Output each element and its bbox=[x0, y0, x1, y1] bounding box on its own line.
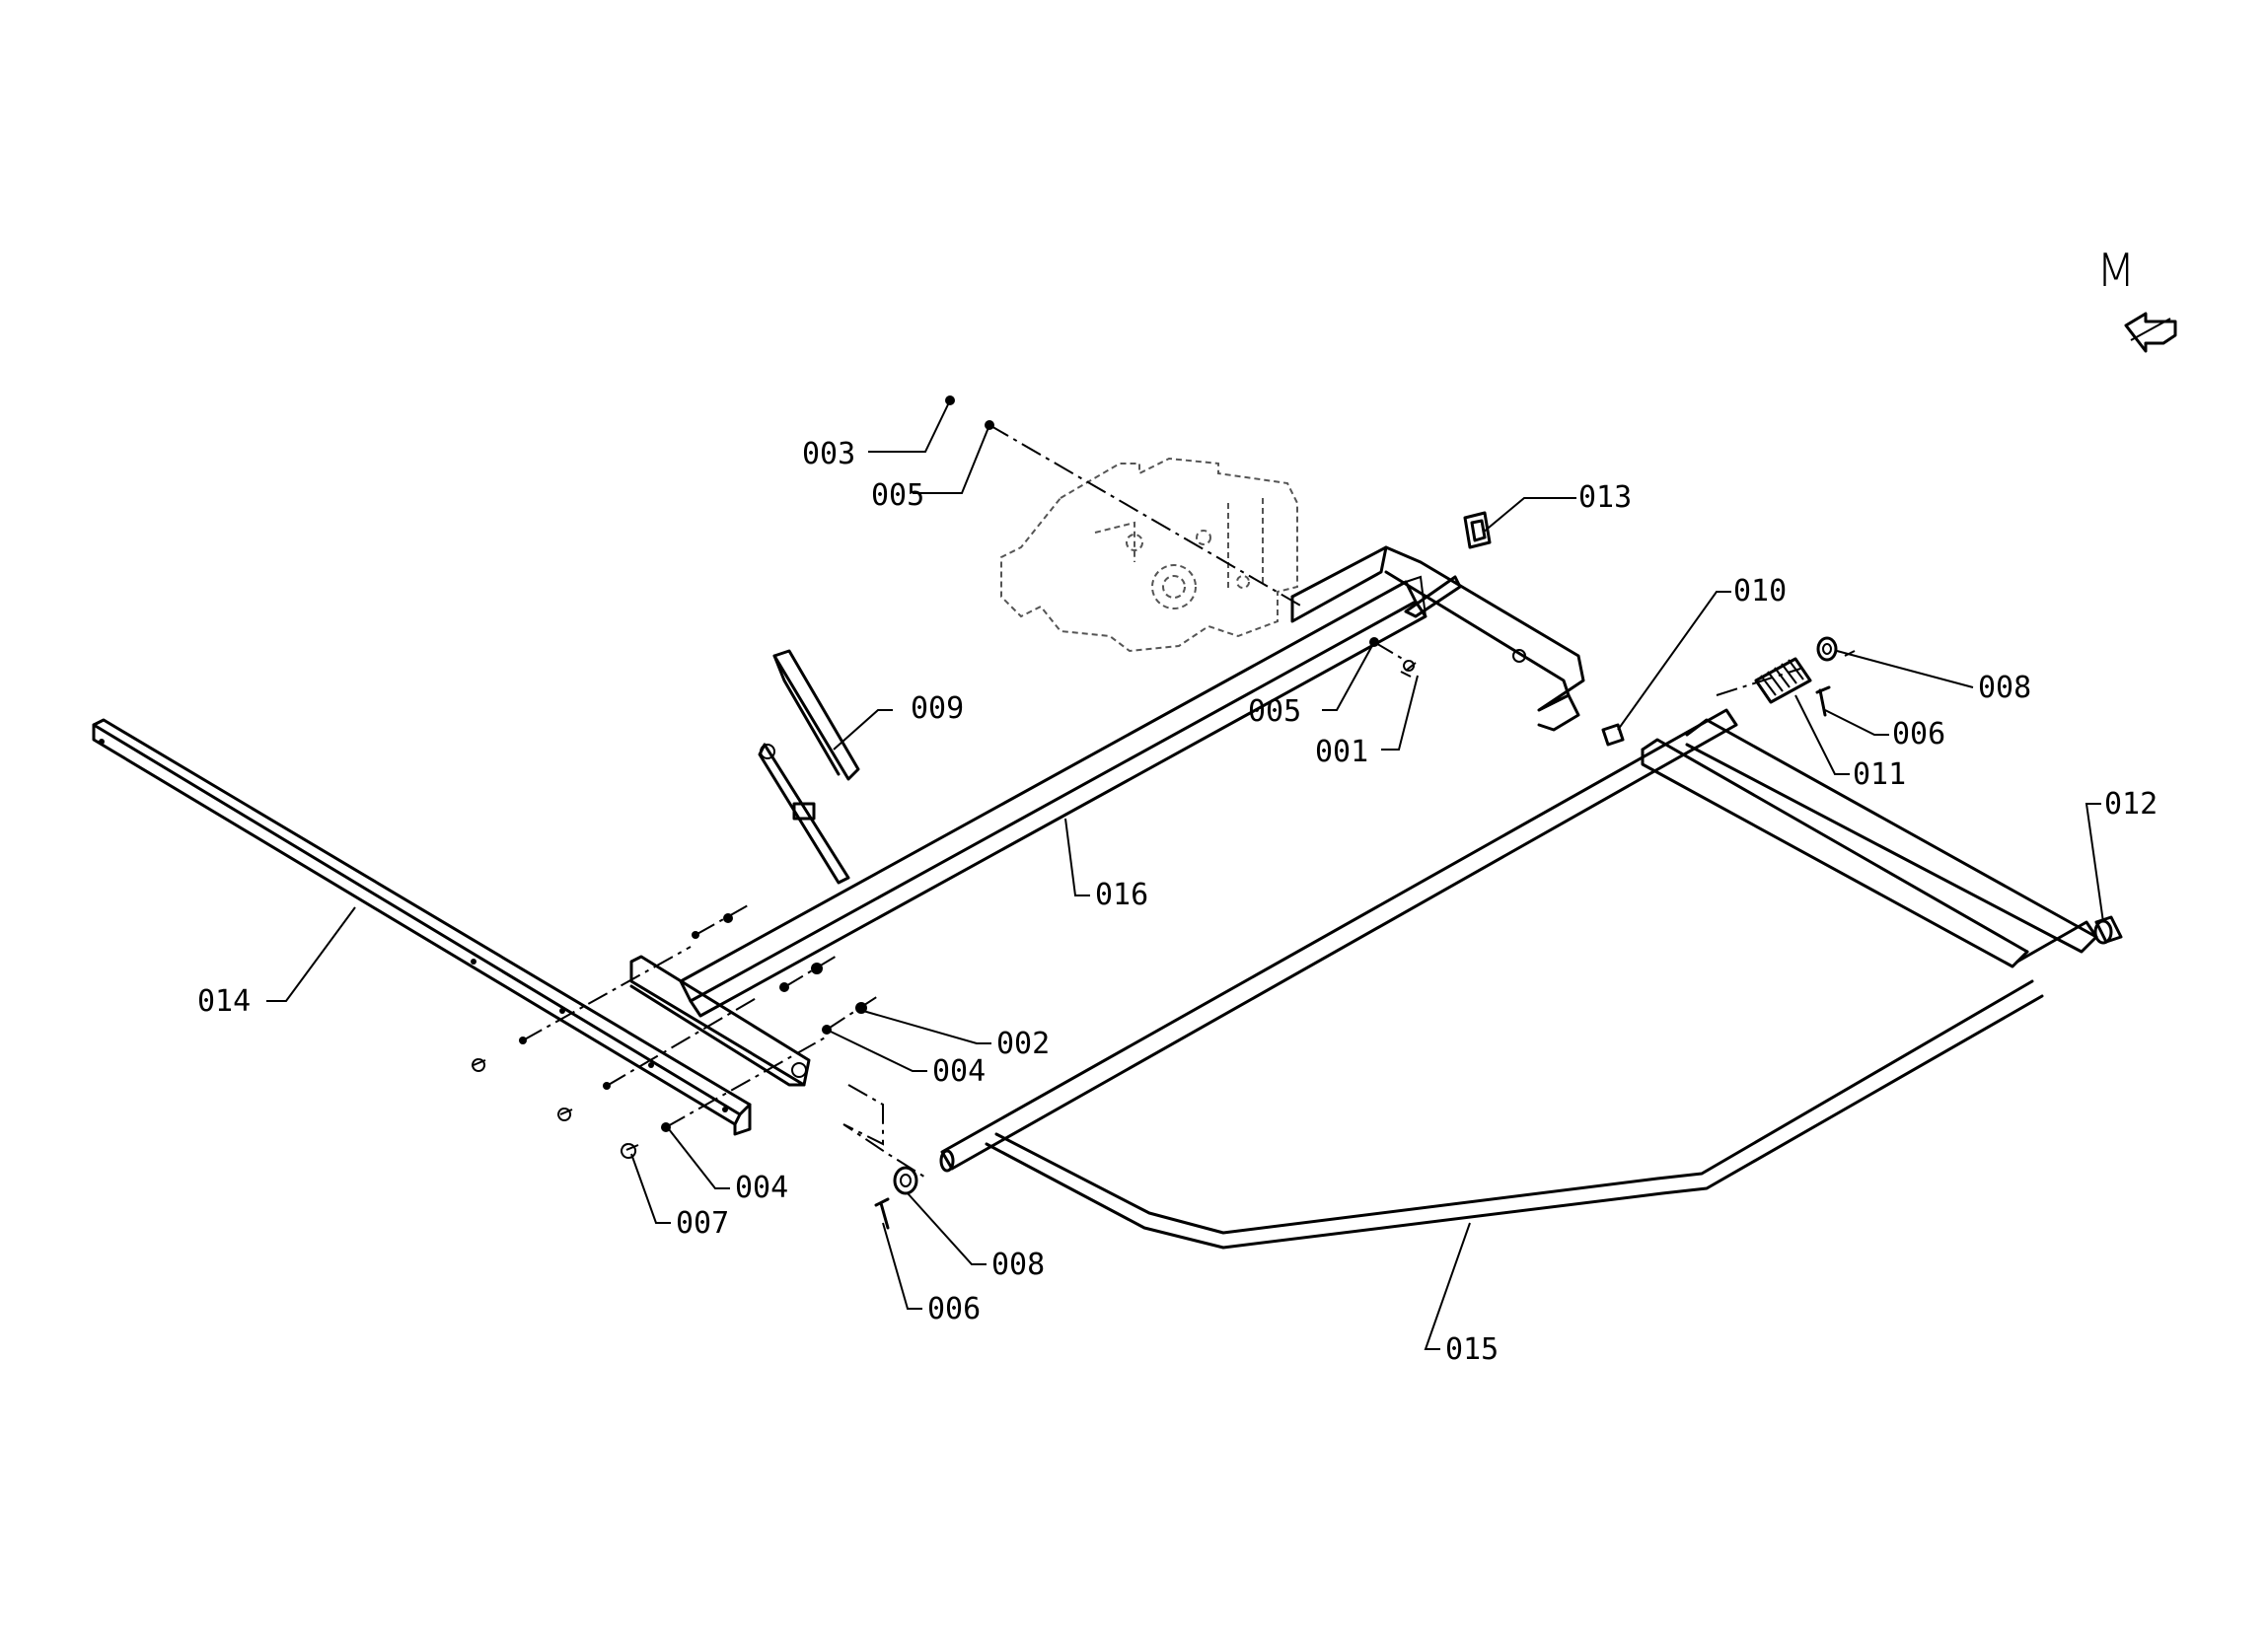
callout-002: 002 bbox=[996, 1027, 1050, 1061]
callout-005-mid: 005 bbox=[1248, 694, 1301, 729]
assembly-axis-lines bbox=[522, 424, 1856, 1180]
callout-005-top: 005 bbox=[871, 478, 924, 513]
leader-lines bbox=[266, 399, 2104, 1350]
callout-004-right: 004 bbox=[932, 1054, 986, 1089]
part-008-washer-right bbox=[1816, 636, 1838, 662]
callout-007: 007 bbox=[676, 1206, 729, 1241]
callout-008-left: 008 bbox=[991, 1248, 1045, 1282]
callout-006-right: 006 bbox=[1892, 717, 1945, 751]
part-008-washer-left bbox=[893, 1166, 918, 1195]
callout-014: 014 bbox=[197, 984, 251, 1019]
callout-008-right: 008 bbox=[1978, 671, 2031, 705]
callout-013: 013 bbox=[1578, 480, 1632, 515]
callout-001: 001 bbox=[1315, 735, 1368, 769]
part-014-angle-bar bbox=[92, 718, 752, 1136]
callout-016: 016 bbox=[1095, 878, 1148, 912]
callout-009: 009 bbox=[911, 691, 964, 726]
callout-labels: 003 005 013 010 008 009 005 001 006 011 … bbox=[197, 437, 2158, 1367]
callout-003: 003 bbox=[802, 437, 855, 471]
view-arrow-icon bbox=[2124, 312, 2177, 353]
part-016-main-bar bbox=[679, 575, 1427, 1018]
part-006-pin-right bbox=[1815, 685, 1831, 717]
part-011-spring bbox=[1754, 657, 1812, 704]
view-marker-letter: M bbox=[2096, 244, 2136, 297]
part-mount-plate bbox=[629, 955, 811, 1087]
part-006-pin-left bbox=[874, 1197, 890, 1230]
part-bracket-right bbox=[1290, 545, 1585, 732]
callout-010: 010 bbox=[1733, 574, 1787, 608]
gearbox-housing-reference bbox=[1000, 457, 1298, 653]
part-015-frame bbox=[939, 708, 2098, 1250]
part-009-lever bbox=[758, 649, 860, 885]
callout-004-left: 004 bbox=[735, 1171, 788, 1205]
callout-006-left: 006 bbox=[927, 1292, 981, 1326]
callout-011: 011 bbox=[1853, 757, 1906, 792]
callout-012: 012 bbox=[2104, 787, 2158, 822]
part-012-cap bbox=[2093, 915, 2123, 945]
callout-015: 015 bbox=[1445, 1332, 1499, 1367]
